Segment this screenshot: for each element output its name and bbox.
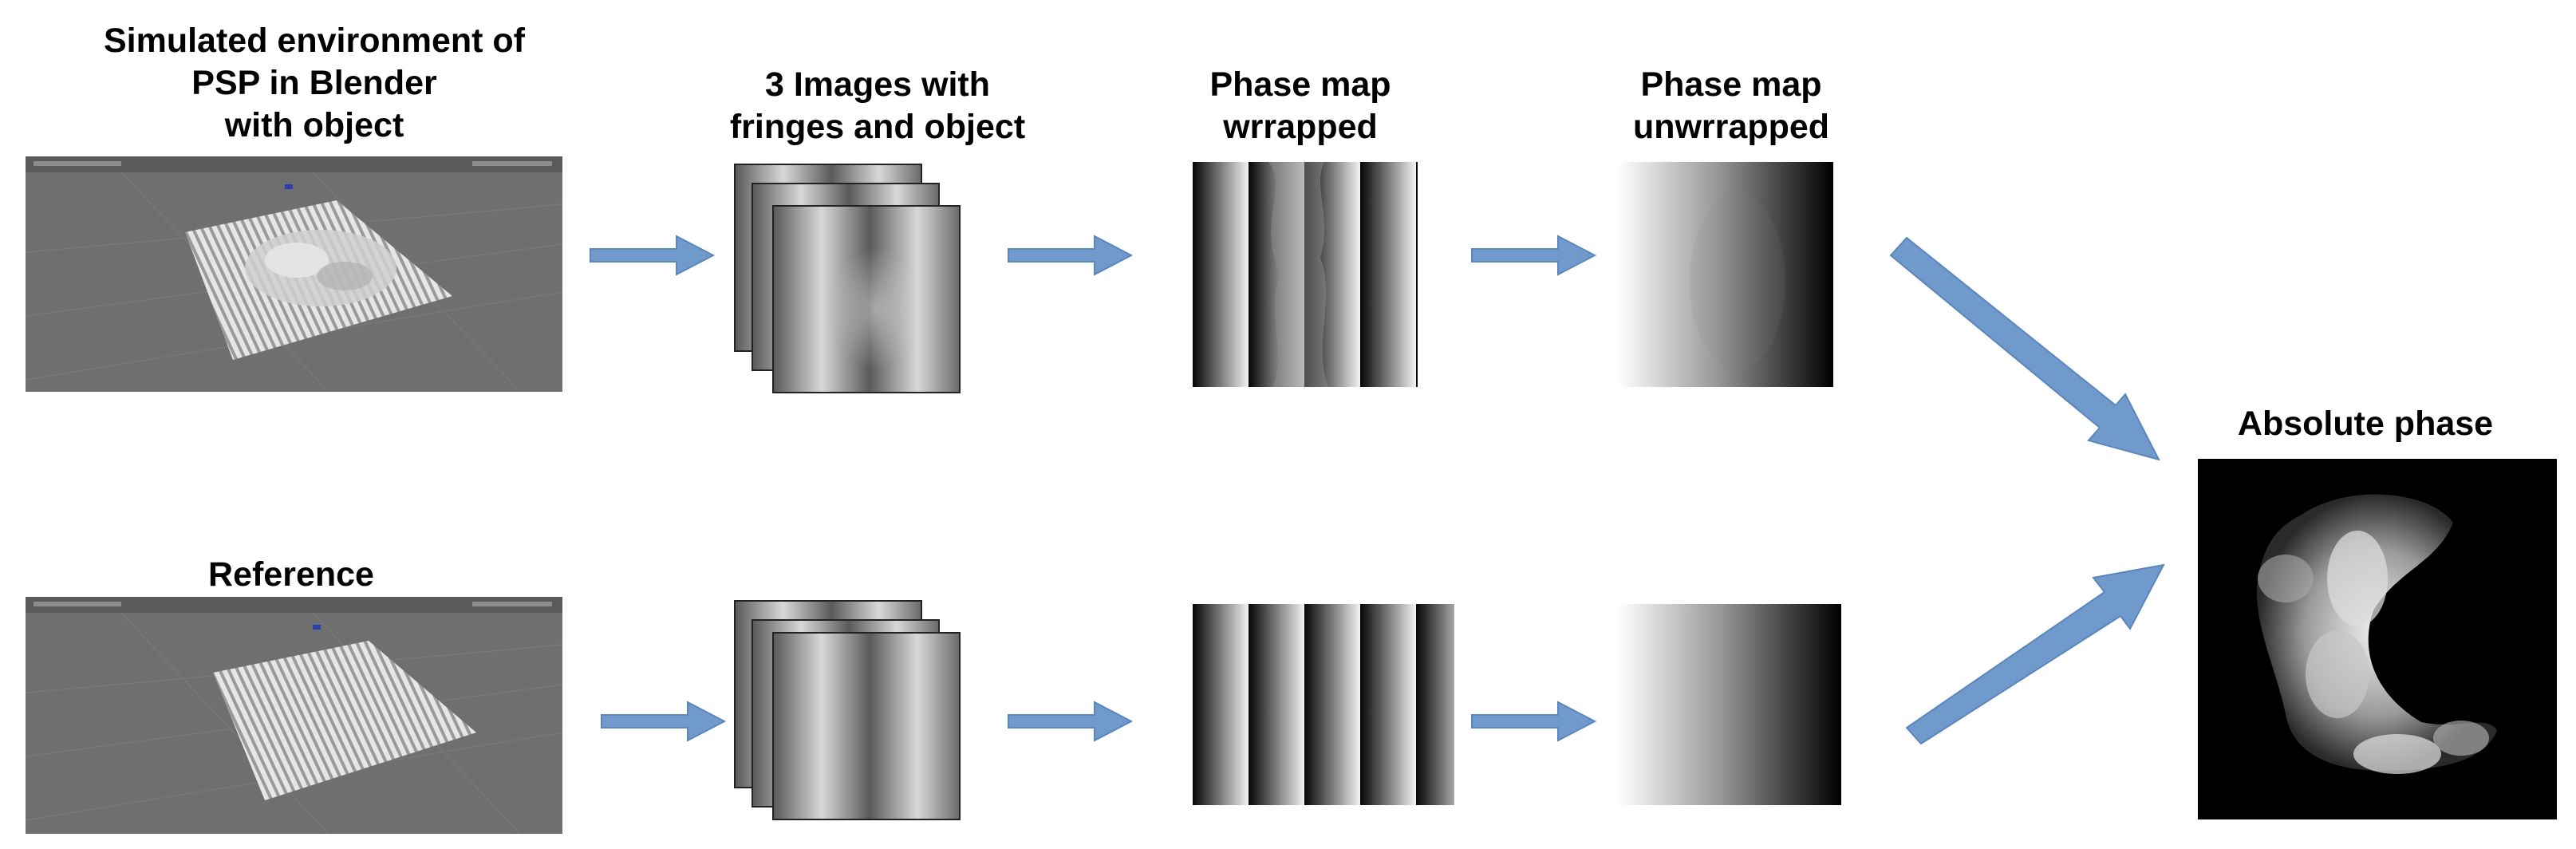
wrapped-title-line2: wrrapped [1223, 108, 1378, 146]
arrow-unwrapped-to-absolute-bottom [1905, 563, 2165, 745]
arrow-fringes-to-wrapped-bottom [1008, 701, 1134, 742]
fringe-images-with-object [734, 164, 965, 393]
wrapped-title-line1: Phase map [1209, 65, 1391, 104]
phase-map-unwrapped-title: Phase map unwrrapped [1580, 64, 1883, 148]
unwrapped-title-line2: unwrrapped [1632, 108, 1830, 146]
blender-viewport-reference [26, 597, 562, 834]
simulated-title-line3: with object [224, 106, 404, 144]
blender-toolbar-reference [26, 597, 562, 613]
arrow-unwrapped-to-absolute-top [1889, 236, 2160, 461]
simulated-environment-title: Simulated environment of PSP in Blender … [35, 20, 594, 147]
reference-fringe-image-3 [772, 632, 961, 820]
three-images-line1: 3 Images with [765, 65, 990, 104]
phase-map-unwrapped-reference [1618, 604, 1841, 805]
blender-toolbar [26, 156, 562, 172]
absolute-phase-title: Absolute phase [2237, 405, 2494, 443]
absolute-phase-map [2198, 459, 2557, 819]
unwrapped-title-line1: Phase map [1640, 65, 1822, 104]
reference-title: Reference [208, 555, 374, 594]
fringe-images-reference [734, 600, 965, 827]
simulated-title-line2: PSP in Blender [191, 64, 437, 102]
fringe-image-3 [772, 205, 961, 393]
arrow-fringes-to-wrapped-top [1008, 235, 1134, 276]
three-images-line2: fringes and object [729, 108, 1026, 146]
arrow-wrapped-to-unwrapped-top [1471, 235, 1597, 276]
phase-map-wrapped-object [1193, 162, 1418, 387]
arrow-blender-to-fringes-top [590, 235, 716, 276]
blender-viewport-object [26, 156, 562, 392]
blender-scene-reference [26, 612, 562, 834]
arrow-blender-to-fringes-bottom [601, 701, 727, 742]
three-images-title: 3 Images with fringes and object [702, 64, 1053, 148]
arrow-wrapped-to-unwrapped-bottom [1471, 701, 1597, 742]
phase-map-wrapped-reference [1193, 604, 1454, 805]
phase-map-wrapped-title: Phase map wrrapped [1149, 64, 1452, 148]
simulated-title-line1: Simulated environment of [103, 22, 525, 60]
phase-map-unwrapped-object [1618, 162, 1833, 387]
blender-scene-object [26, 172, 562, 392]
